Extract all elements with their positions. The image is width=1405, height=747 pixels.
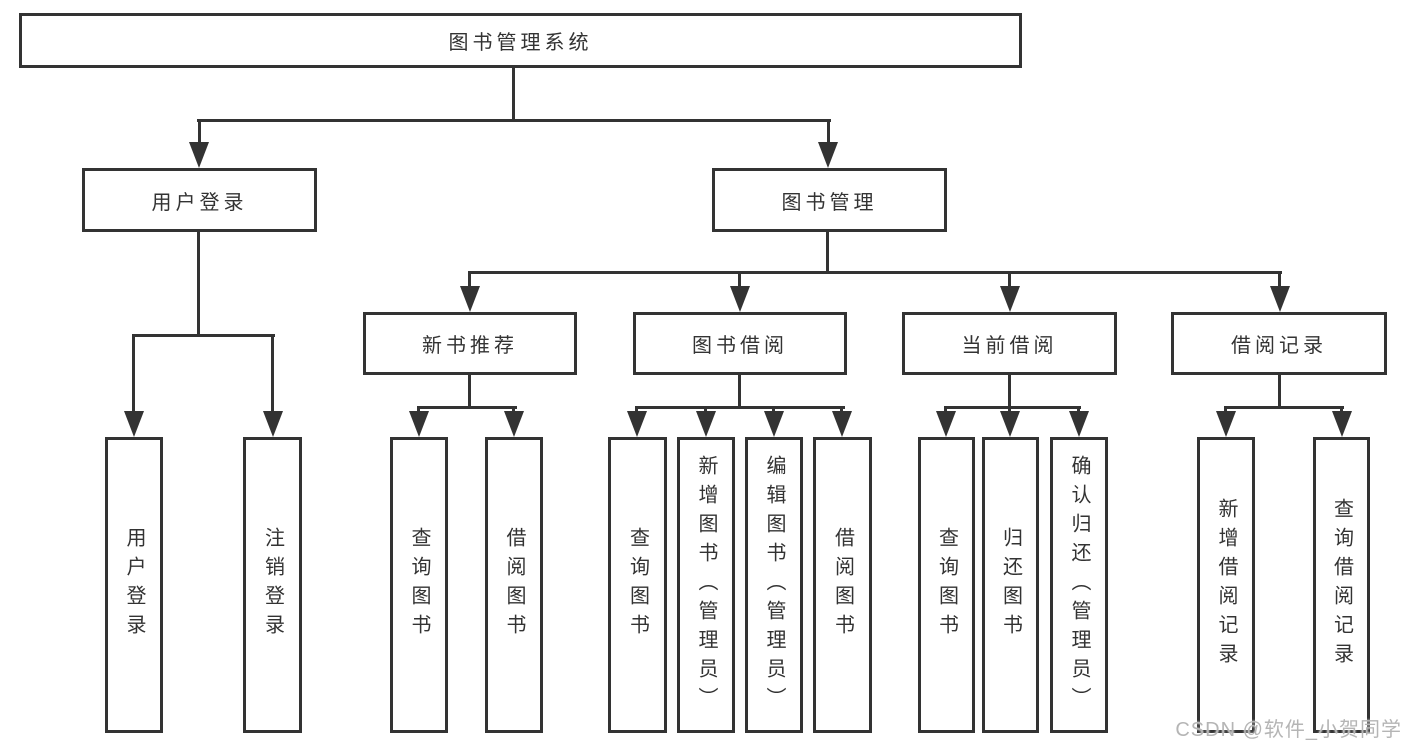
leaf-edit-books-admin: 编辑图书（管理员）: [745, 437, 803, 733]
node-book-borrow-label: 图书借阅: [692, 335, 788, 357]
arrowhead-book-mgmt-icon: [818, 142, 838, 168]
connector-current-rail: [944, 406, 1081, 409]
node-root: 图书管理系统: [19, 13, 1022, 68]
arrowhead-bor-lend-icon: [832, 411, 852, 437]
arrowhead-recd-add-icon: [1216, 411, 1236, 437]
connector-cur-query-drop: [944, 406, 947, 415]
node-new-book-recommend-label: 新书推荐: [422, 335, 518, 357]
arrowhead-cur-query-icon: [936, 411, 956, 437]
leaf-return-books-label: 归还图书: [999, 527, 1022, 643]
connector-recd-add-drop: [1224, 406, 1227, 415]
leaf-return-books: 归还图书: [982, 437, 1039, 733]
connector-user-login-rail: [132, 334, 275, 337]
arrowhead-bor-add-icon: [696, 411, 716, 437]
leaf-add-borrow-record-label: 新增借阅记录: [1215, 498, 1237, 672]
connector-borrow-rail: [635, 406, 845, 409]
leaf-recommend-query-books: 查询图书: [390, 437, 448, 733]
leaf-logout-label: 注销登录: [261, 527, 284, 643]
connector-cur-return-drop: [1008, 406, 1011, 415]
connector-book-mgmt-rail: [468, 271, 1282, 274]
leaf-confirm-return-admin-label: 确认归还（管理员）: [1068, 454, 1090, 716]
leaf-query-borrow-record: 查询借阅记录: [1313, 437, 1370, 733]
leaf-add-books-admin-label: 新增图书（管理员）: [695, 454, 717, 716]
leaf-add-borrow-record: 新增借阅记录: [1197, 437, 1255, 733]
connector-book-mgmt-drop: [827, 119, 830, 147]
leaf-query-borrow-record-label: 查询借阅记录: [1330, 498, 1353, 672]
leaf-current-query-books-label: 查询图书: [935, 527, 958, 643]
connector-recd-query-drop: [1340, 406, 1343, 415]
connector-recommend-stem: [468, 373, 471, 409]
arrowhead-rec-query-icon: [409, 411, 429, 437]
arrowhead-records-icon: [1270, 286, 1290, 312]
leaf-borrow-query-books-label: 查询图书: [626, 527, 649, 643]
connector-bor-add-drop: [704, 406, 707, 415]
connector-current-stem: [1008, 373, 1011, 409]
leaf-borrow-query-books: 查询图书: [608, 437, 667, 733]
connector-leaf-logout-drop: [271, 334, 274, 414]
leaf-borrow-books-label: 借阅图书: [831, 527, 854, 643]
leaf-confirm-return-admin: 确认归还（管理员）: [1050, 437, 1108, 733]
arrowhead-leaf-login-icon: [124, 411, 144, 437]
node-book-management-label: 图书管理: [781, 191, 878, 214]
connector-records-drop: [1278, 271, 1281, 289]
connector-recommend-rail: [417, 406, 517, 409]
connector-borrow-drop: [738, 271, 741, 289]
arrowhead-recd-query-icon: [1332, 411, 1352, 437]
arrowhead-current-icon: [1000, 286, 1020, 312]
arrowhead-leaf-logout-icon: [263, 411, 283, 437]
arrowhead-cur-confirm-icon: [1069, 411, 1089, 437]
connector-bor-lend-drop: [840, 406, 843, 415]
node-borrow-records: 借阅记录: [1171, 312, 1387, 375]
connector-records-stem: [1278, 374, 1281, 409]
connector-borrow-stem: [738, 373, 741, 409]
connector-recommend-drop: [468, 271, 471, 289]
node-user-login: 用户登录: [82, 168, 317, 232]
arrowhead-borrow-icon: [730, 286, 750, 312]
connector-cur-confirm-drop: [1077, 406, 1080, 415]
leaf-add-books-admin: 新增图书（管理员）: [677, 437, 735, 733]
arrowhead-bor-query-icon: [627, 411, 647, 437]
node-borrow-records-label: 借阅记录: [1231, 335, 1327, 357]
node-current-borrow: 当前借阅: [902, 312, 1117, 375]
leaf-user-login: 用户登录: [105, 437, 163, 733]
csdn-watermark: CSDN @软件_小贺同学: [1175, 719, 1402, 741]
connector-root-stem: [512, 66, 515, 122]
arrowhead-cur-return-icon: [1000, 411, 1020, 437]
connector-book-mgmt-stem: [826, 230, 829, 274]
connector-rec-borrow-drop: [512, 406, 515, 415]
leaf-edit-books-admin-label: 编辑图书（管理员）: [763, 454, 785, 716]
connector-root-rail: [197, 119, 831, 122]
arrowhead-rec-borrow-icon: [504, 411, 524, 437]
connector-bor-query-drop: [635, 406, 638, 415]
connector-current-drop: [1008, 271, 1011, 289]
connector-rec-query-drop: [417, 406, 420, 415]
node-root-label: 图书管理系统: [448, 32, 593, 54]
node-current-borrow-label: 当前借阅: [961, 335, 1058, 357]
connector-leaf-login-drop: [132, 334, 135, 414]
leaf-user-login-label: 用户登录: [123, 527, 145, 643]
leaf-current-query-books: 查询图书: [918, 437, 975, 733]
arrowhead-user-login-icon: [189, 142, 209, 168]
leaf-recommend-borrow-books-label: 借阅图书: [503, 527, 525, 643]
leaf-recommend-query-books-label: 查询图书: [408, 527, 430, 643]
connector-records-rail: [1224, 406, 1344, 409]
node-book-management: 图书管理: [712, 168, 947, 232]
connector-bor-edit-drop: [772, 406, 775, 415]
node-new-book-recommend: 新书推荐: [363, 312, 577, 375]
leaf-recommend-borrow-books: 借阅图书: [485, 437, 543, 733]
connector-user-login-stem: [197, 230, 200, 337]
arrowhead-recommend-icon: [460, 286, 480, 312]
node-book-borrow: 图书借阅: [633, 312, 847, 375]
leaf-borrow-books: 借阅图书: [813, 437, 872, 733]
connector-user-login-drop: [198, 119, 201, 147]
leaf-logout: 注销登录: [243, 437, 302, 733]
arrowhead-bor-edit-icon: [764, 411, 784, 437]
node-user-login-label: 用户登录: [151, 191, 248, 214]
